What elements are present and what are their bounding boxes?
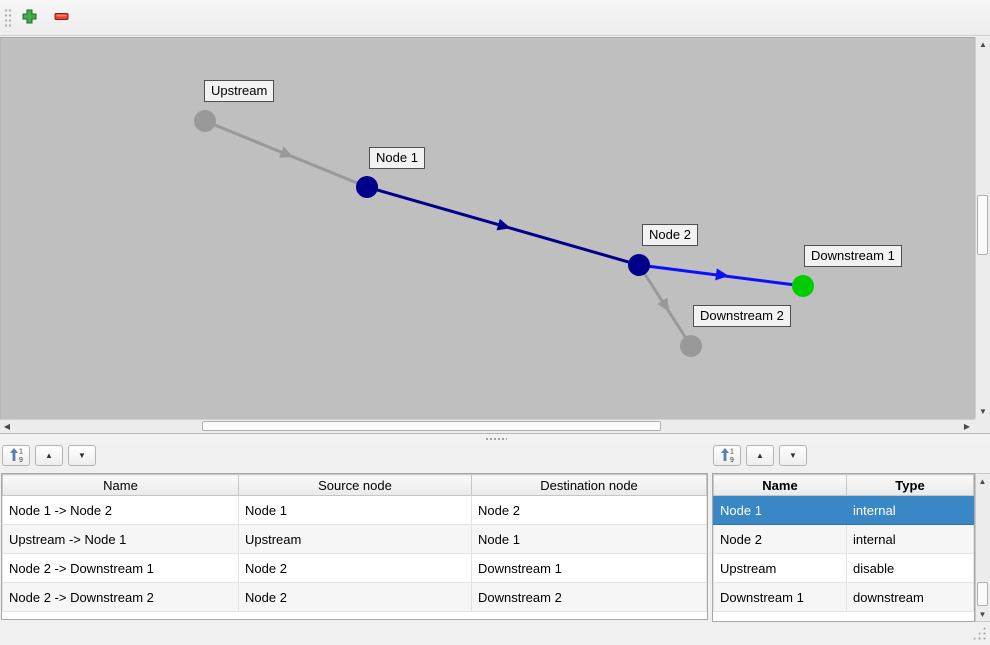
cell-destination[interactable]: Node 1 [471,524,707,554]
pane-splitter[interactable] [0,433,990,443]
up-triangle-icon: ▲ [45,451,53,460]
hscroll-thumb[interactable] [202,421,661,431]
column-header-type[interactable]: Type [846,474,974,496]
column-header-source[interactable]: Source node [238,474,472,496]
nodes-move-up-button[interactable]: ▲ [746,445,774,466]
nodes-move-down-button[interactable]: ▼ [779,445,807,466]
node-node1[interactable] [356,176,378,198]
resize-grip-icon[interactable] [972,626,986,640]
column-header-destination[interactable]: Destination node [471,474,707,496]
nodes-table-header: Name Type [713,474,974,496]
edges-move-up-button[interactable]: ▲ [35,445,63,466]
node-node2[interactable] [628,254,650,276]
toolbar-grip[interactable] [4,8,12,29]
nodes-sort-button[interactable]: 1 9 [713,445,741,466]
table-row[interactable]: Node 2 -> Downstream 1 Node 2 Downstream… [2,553,707,583]
sort-ascending-icon: 1 9 [8,447,24,465]
scroll-down-icon[interactable]: ▼ [976,404,990,419]
cell-name[interactable]: Node 1 [713,495,847,525]
graph-canvas[interactable]: Upstream Node 1 Node 2 Downstream 1 Down… [0,37,975,419]
table-row[interactable]: Upstream disable [713,553,974,583]
scroll-down-icon[interactable]: ▼ [976,607,989,621]
edges-table: Name Source node Destination node Node 1… [1,473,708,620]
scroll-corner [975,419,990,433]
node-label-downstream2: Downstream 2 [693,305,791,327]
cell-source[interactable]: Node 1 [238,495,472,525]
table-row[interactable]: Upstream -> Node 1 Upstream Node 1 [2,524,707,554]
edges-table-header: Name Source node Destination node [2,474,707,496]
edges-sort-button[interactable]: 1 9 [2,445,30,466]
cell-name[interactable]: Node 2 [713,524,847,554]
cell-name[interactable]: Upstream [713,553,847,583]
canvas-vscrollbar[interactable]: ▲ ▼ [975,37,990,419]
svg-text:9: 9 [730,457,734,463]
node-upstream[interactable] [194,110,216,132]
cell-source[interactable]: Node 2 [238,582,472,612]
add-node-button[interactable] [18,8,40,28]
cell-name[interactable]: Node 2 -> Downstream 2 [2,582,239,612]
column-header-name[interactable]: Name [713,474,847,496]
cell-type[interactable]: disable [846,553,974,583]
table-row-selected[interactable]: Node 1 internal [713,495,974,525]
cell-name[interactable]: Upstream -> Node 1 [2,524,239,554]
column-header-name[interactable]: Name [2,474,239,496]
node-label-node1: Node 1 [369,147,425,169]
table-row[interactable]: Downstream 1 downstream [713,582,974,612]
scroll-left-icon[interactable]: ◀ [0,420,14,433]
cell-destination[interactable]: Downstream 2 [471,582,707,612]
nodes-table: Name Type Node 1 internal Node 2 interna… [712,473,975,622]
svg-text:1: 1 [19,448,23,455]
cell-type[interactable]: internal [846,495,974,525]
cell-type[interactable]: internal [846,524,974,554]
cell-name[interactable]: Downstream 1 [713,582,847,612]
node-label-node2: Node 2 [642,224,698,246]
main-toolbar [0,0,990,36]
arrow-icon [657,297,670,312]
cell-name[interactable]: Node 2 -> Downstream 1 [2,553,239,583]
node-downstream2[interactable] [680,335,702,357]
plus-icon [22,9,37,27]
up-triangle-icon: ▲ [756,451,764,460]
cell-source[interactable]: Upstream [238,524,472,554]
vscroll-thumb[interactable] [977,195,988,255]
arrow-icon [715,268,729,281]
down-triangle-icon: ▼ [789,451,797,460]
svg-text:9: 9 [19,457,23,463]
arrow-icon [496,218,511,231]
cell-source[interactable]: Node 2 [238,553,472,583]
node-label-downstream1: Downstream 1 [804,245,902,267]
arrow-icon [279,146,294,158]
table-row[interactable]: Node 2 internal [713,524,974,554]
table-row[interactable]: Node 2 -> Downstream 2 Node 2 Downstream… [2,582,707,612]
scroll-up-icon[interactable]: ▲ [976,474,989,488]
sort-ascending-icon: 1 9 [719,447,735,465]
nodes-table-vscrollbar[interactable]: ▲ ▼ [975,473,990,622]
splitter-handle-icon[interactable] [485,437,507,441]
down-triangle-icon: ▼ [78,451,86,460]
node-downstream1[interactable] [792,275,814,297]
table-row[interactable]: Node 1 -> Node 2 Node 1 Node 2 [2,495,707,525]
edges-move-down-button[interactable]: ▼ [68,445,96,466]
vscroll-thumb[interactable] [977,582,988,606]
scroll-right-icon[interactable]: ▶ [960,420,974,433]
scroll-up-icon[interactable]: ▲ [976,37,990,52]
cell-destination[interactable]: Node 2 [471,495,707,525]
svg-text:1: 1 [730,448,734,455]
minus-icon [54,9,69,27]
cell-destination[interactable]: Downstream 1 [471,553,707,583]
cell-type[interactable]: downstream [846,582,974,612]
cell-name[interactable]: Node 1 -> Node 2 [2,495,239,525]
canvas-hscrollbar[interactable]: ◀ ▶ [0,419,975,433]
remove-node-button[interactable] [50,8,72,28]
node-label-upstream: Upstream [204,80,275,102]
